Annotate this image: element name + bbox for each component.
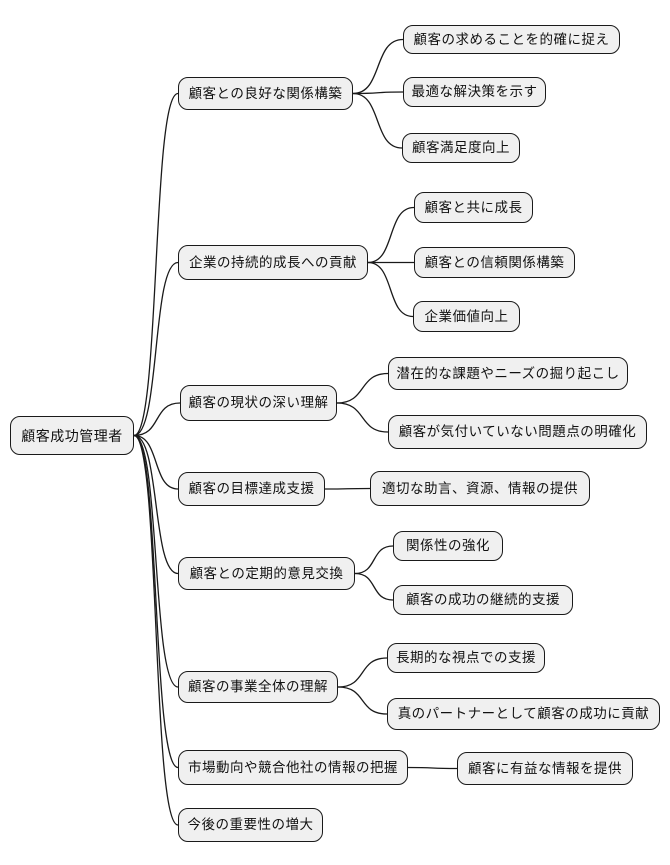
mindmap-node-c2c: 企業価値向上	[413, 301, 520, 332]
mindmap-node-c2b: 顧客との信頼関係構築	[414, 247, 575, 278]
mindmap-node-b6: 顧客の事業全体の理解	[178, 671, 338, 703]
edge-root-b2	[133, 261, 179, 437]
edge-b2-c2c	[367, 261, 414, 318]
mindmap-node-c4a: 適切な助言、資源、情報の提供	[370, 471, 590, 506]
edge-b2-c2a	[367, 206, 415, 264]
edge-b5-c5a	[354, 545, 394, 575]
mindmap-node-c5b: 顧客の成功の継続的支援	[393, 585, 573, 615]
edge-root-b7	[133, 434, 179, 769]
edge-root-b6	[133, 434, 179, 688]
edge-root-b3	[133, 402, 181, 437]
edge-b1-c1a	[352, 38, 404, 95]
mindmap-node-b7: 市場動向や競合他社の情報の把握	[178, 750, 408, 785]
mindmap-node-c1c: 顧客満足度向上	[402, 133, 520, 163]
mindmap-node-b8: 今後の重要性の増大	[178, 808, 323, 842]
mindmap-node-c1a: 顧客の求めることを的確に捉え	[403, 25, 620, 54]
mindmap-node-b5: 顧客との定期的意見交換	[178, 557, 355, 590]
mindmap-node-c6b: 真のパートナーとして顧客の成功に貢献	[387, 698, 660, 730]
edge-b6-c6a	[337, 657, 388, 688]
edge-b5-c5b	[354, 572, 394, 601]
mindmap-node-c2a: 顧客と共に成長	[414, 192, 533, 223]
edge-b3-c3a	[336, 372, 389, 404]
mindmap-node-root: 顧客成功管理者	[10, 416, 134, 455]
mindmap-node-b3: 顧客の現状の深い理解	[180, 385, 337, 421]
edge-root-b1	[133, 92, 179, 437]
mindmap-node-c3a: 潜在的な課題やニーズの掘り起こし	[388, 357, 628, 390]
mindmap-node-b2: 企業の持続的成長への貢献	[178, 245, 368, 280]
edge-b6-c6b	[337, 686, 388, 715]
mindmap-node-b4: 顧客の目標達成支援	[178, 472, 325, 506]
edge-b7-c7a	[407, 766, 458, 770]
edge-b4-c4a	[324, 487, 371, 490]
mindmap-node-b1: 顧客との良好な関係構築	[178, 77, 353, 110]
mindmap-node-c1b: 最適な解決策を示す	[403, 77, 546, 107]
edge-b3-c3b	[336, 402, 389, 433]
mindmap-node-c6a: 長期的な視点での支援	[387, 643, 545, 673]
edge-root-b4	[133, 434, 179, 490]
mindmap-node-c7a: 顧客に有益な情報を提供	[457, 752, 633, 785]
edge-root-b8	[133, 434, 179, 826]
edge-root-b5	[133, 434, 179, 575]
edge-b1-c1b	[352, 91, 404, 95]
mindmap-node-c3b: 顧客が気付いていない問題点の明確化	[388, 415, 647, 449]
mindmap-node-c5a: 関係性の強化	[393, 531, 503, 561]
edge-b1-c1c	[352, 92, 403, 149]
